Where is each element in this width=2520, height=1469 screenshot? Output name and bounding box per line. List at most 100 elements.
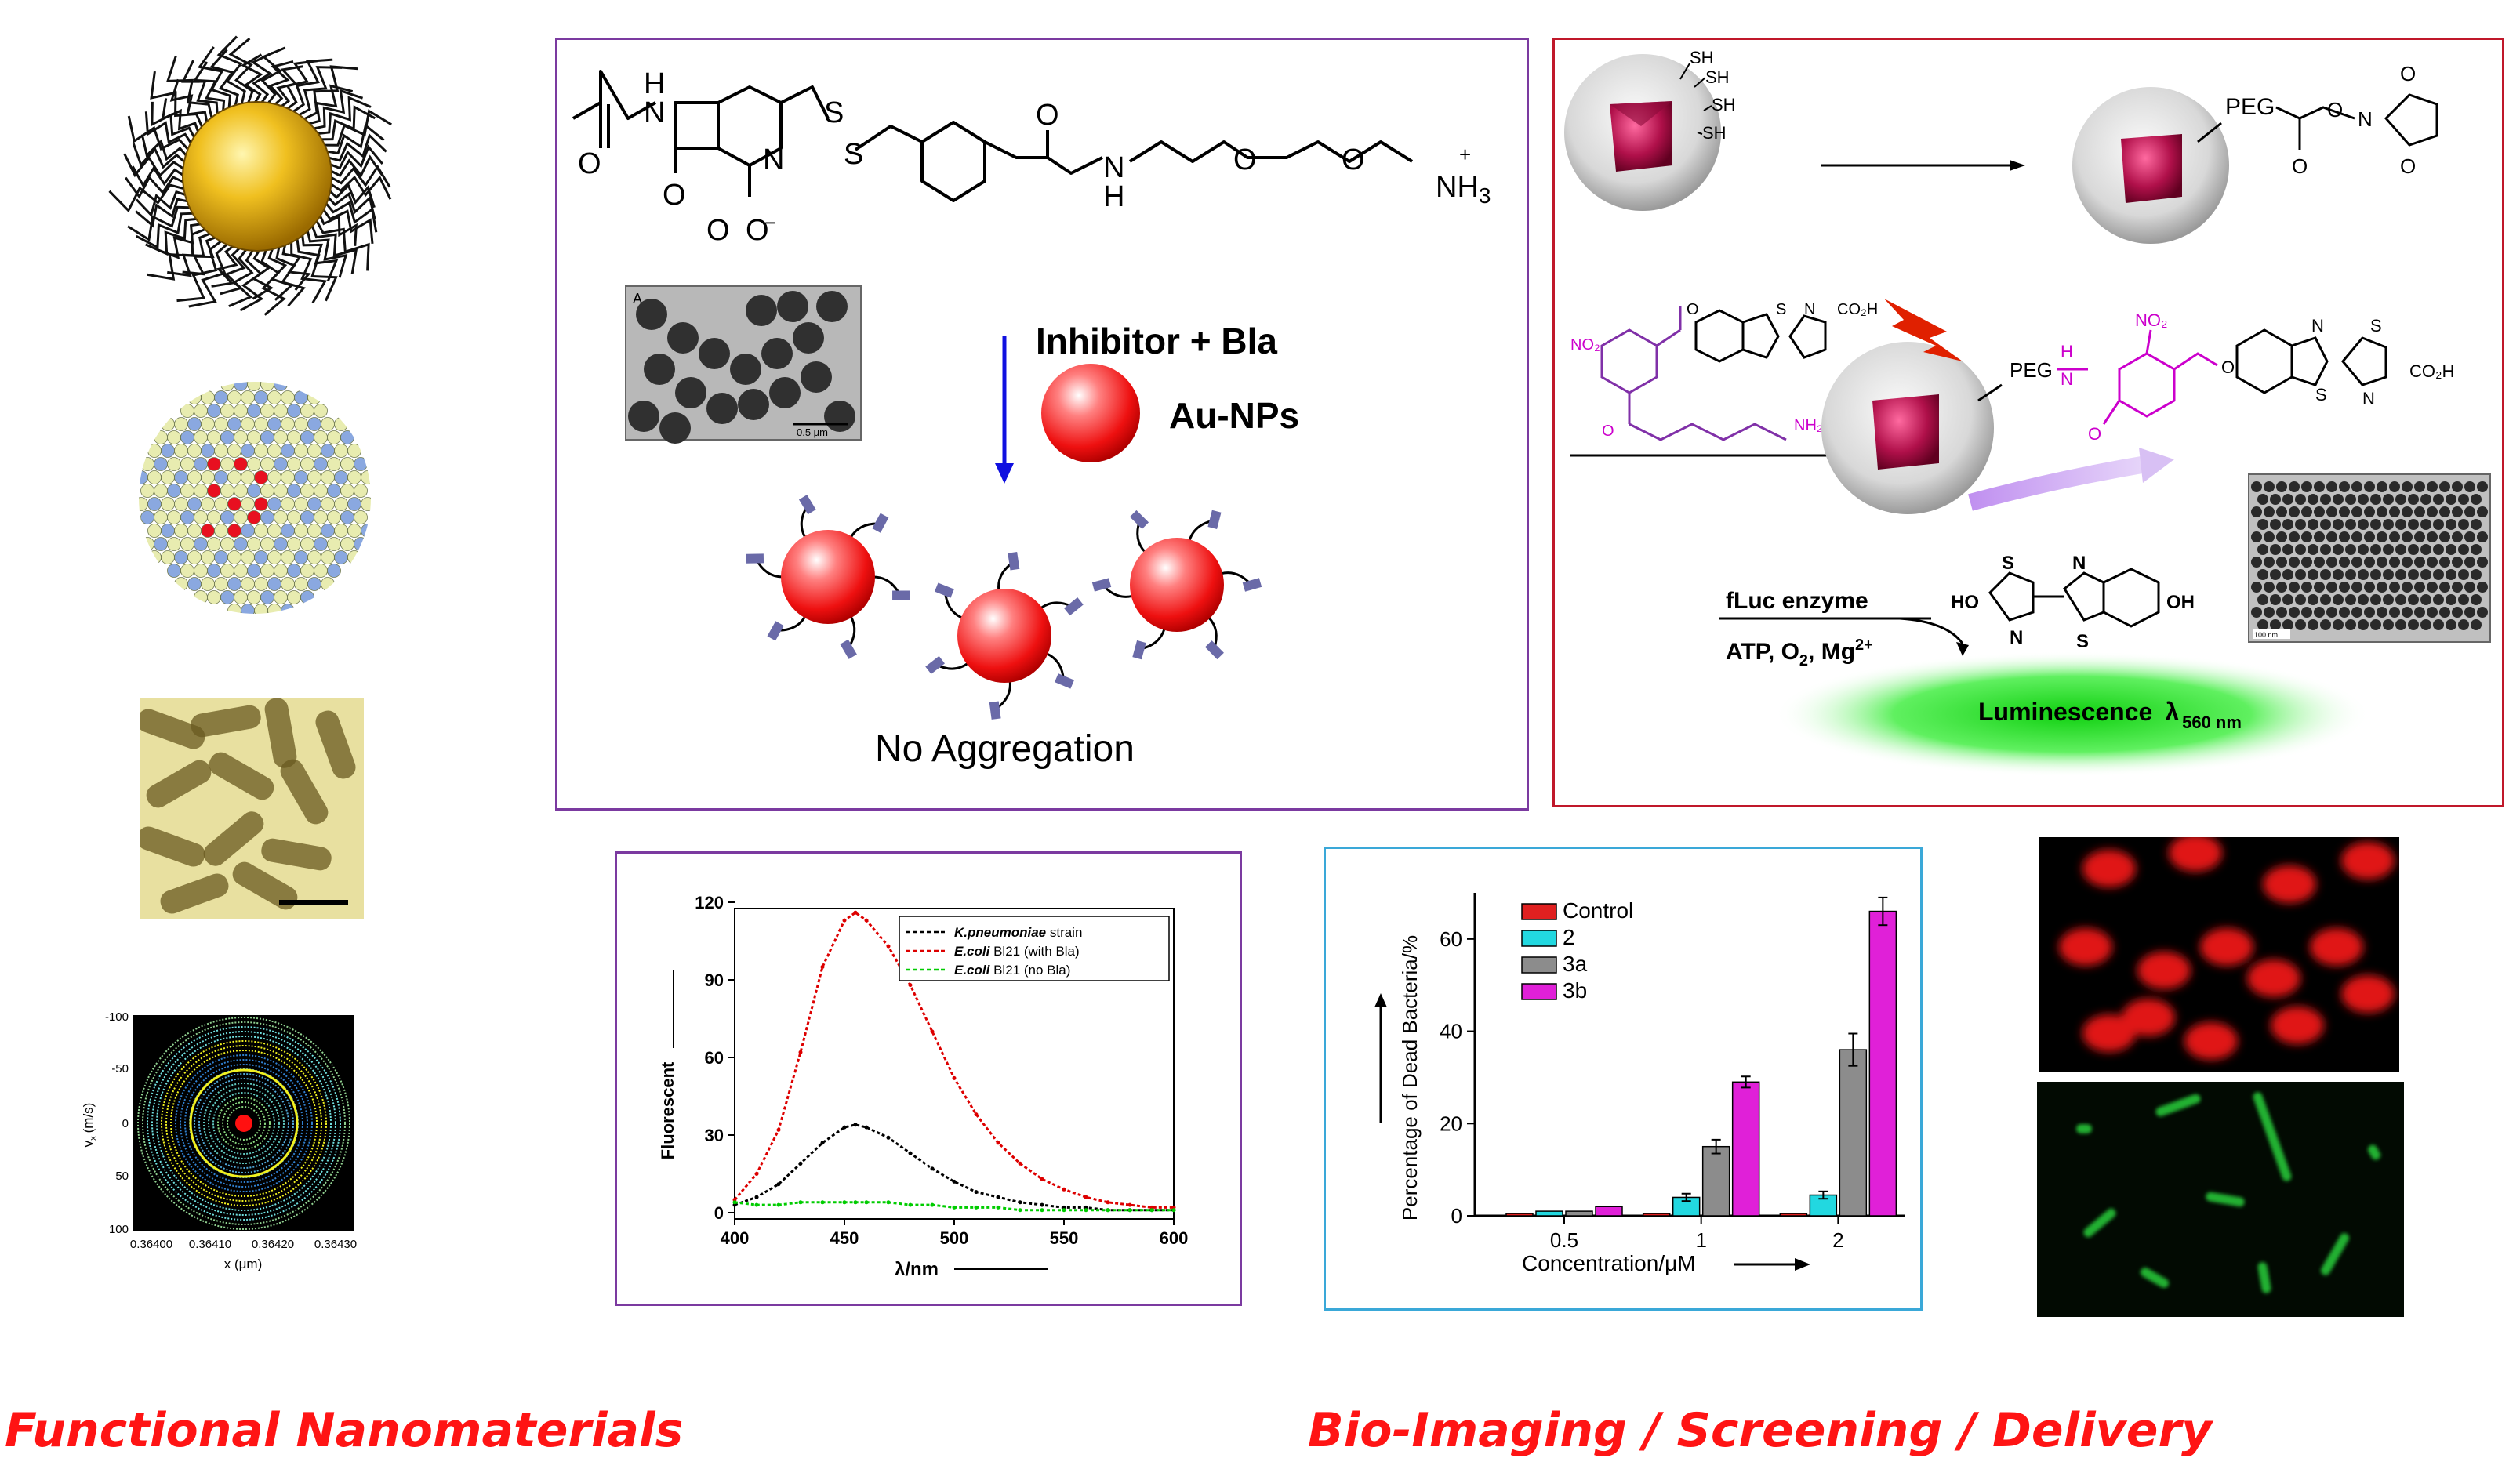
svg-text:H: H: [1103, 180, 1124, 213]
data-point: [930, 1029, 935, 1034]
bar: [1868, 910, 1897, 1217]
svg-text:O: O: [2400, 154, 2416, 178]
x-tick-label: 600: [1160, 1228, 1189, 1248]
carboxylate: O: [746, 214, 769, 247]
y-tick: -100: [105, 1010, 129, 1024]
x-tick-label: 450: [830, 1228, 859, 1248]
svg-text:N: N: [2061, 369, 2073, 389]
svg-text:O: O: [2327, 98, 2343, 122]
bar: [1731, 1081, 1760, 1217]
svg-text:O: O: [706, 214, 730, 247]
y-tick-label: 0: [1451, 1204, 1462, 1228]
data-point: [1062, 1208, 1066, 1213]
y-tick-label: 90: [705, 970, 724, 990]
data-point: [996, 1195, 1000, 1199]
data-point: [1106, 1208, 1110, 1213]
data-point: [974, 1112, 979, 1117]
ammonium-label: NH: [1436, 171, 1479, 204]
data-point: [1106, 1200, 1110, 1205]
svg-text:NH3: NH3: [1436, 171, 1491, 208]
svg-text:N: N: [2072, 553, 2086, 574]
svg-text:N: N: [2010, 627, 2023, 648]
svg-text:O: O: [1342, 143, 1365, 176]
data-point: [853, 910, 858, 915]
svg-text:N: N: [1804, 301, 1815, 318]
data-point: [930, 1166, 935, 1171]
gold-nanoparticle-image: [108, 35, 392, 316]
series-line: [734, 1201, 1174, 1212]
no-aggregation-label: No Aggregation: [875, 728, 1135, 770]
svg-text:PEG: PEG: [2010, 358, 2053, 382]
data-point: [864, 1125, 869, 1130]
legend-entry: 3a: [1563, 952, 1588, 976]
data-point: [952, 1179, 957, 1184]
data-point: [776, 1127, 781, 1132]
svg-text:H: H: [2061, 342, 2073, 361]
legend-swatch: [1521, 983, 1557, 1000]
data-point: [798, 1161, 803, 1166]
data-point: [842, 918, 847, 923]
data-point: [754, 1202, 759, 1207]
svg-text:H: H: [644, 67, 665, 100]
svg-text:N: N: [1103, 151, 1124, 184]
nitro-label: NO₂: [1570, 336, 1600, 354]
svg-text:NO₂: NO₂: [2135, 310, 2168, 330]
data-point: [820, 1200, 825, 1205]
y-axis-label: v: [81, 1140, 96, 1147]
y-tick-label: 20: [1440, 1112, 1462, 1135]
data-point: [908, 1151, 913, 1155]
atomic-cluster-image: [139, 382, 371, 614]
svg-text:O: O: [1036, 99, 1059, 132]
data-point: [1171, 1208, 1176, 1213]
legend-entry: 3b: [1563, 978, 1587, 1003]
au-np-label: Au-NPs: [1169, 395, 1299, 436]
nanorods-tem-image: [140, 698, 364, 919]
data-point: [952, 1205, 957, 1210]
inhibitor-label: Inhibitor + Bla: [1036, 321, 1277, 361]
tem-inset-aggregated: A 0.5 μm: [625, 285, 862, 444]
x-tick: 0.36400: [130, 1238, 172, 1251]
svg-text:S: S: [2315, 385, 2327, 404]
data-point: [842, 1125, 847, 1130]
hydroxyl-left: HO: [1951, 592, 1979, 613]
bar: [1535, 1210, 1563, 1217]
data-point: [1127, 1202, 1132, 1207]
svg-text:O: O: [2221, 357, 2235, 377]
y-tick-label: 40: [1440, 1020, 1462, 1043]
bioimaging-caption: Bio-Imaging / Screening / Delivery: [1308, 1403, 2213, 1458]
svg-text:−: −: [764, 211, 776, 234]
y-axis-label: Percentage of Dead Bacteria/%: [1398, 935, 1422, 1221]
svg-text:N: N: [2311, 316, 2324, 336]
y-tick: 0: [122, 1117, 129, 1130]
data-point: [1040, 1208, 1044, 1213]
data-point: [952, 1075, 957, 1080]
data-point: [886, 1200, 891, 1205]
y-tick: 50: [115, 1170, 129, 1183]
y-axis-label: Fluorescent: [658, 1061, 677, 1159]
bar: [1839, 1049, 1868, 1217]
svg-text:N: N: [763, 143, 784, 176]
functional-nanomaterials-caption: Functional Nanomaterials: [5, 1403, 684, 1458]
x-tick-label: 550: [1050, 1228, 1079, 1248]
data-point: [864, 1200, 869, 1205]
data-point: [754, 1195, 759, 1199]
series-line: [734, 1123, 1174, 1212]
tem-inset-nanoparticles: 100 nm: [2248, 473, 2491, 643]
legend-entry: E.coli Bl21 (no Bla): [954, 963, 1070, 978]
bar: [1642, 1213, 1671, 1217]
svg-text:A: A: [633, 291, 642, 306]
bar: [1701, 1145, 1730, 1217]
data-point: [842, 1200, 847, 1205]
svg-text:SH: SH: [1705, 67, 1730, 87]
svg-text:100 nm: 100 nm: [2254, 631, 2278, 639]
x-tick-label: 500: [940, 1228, 969, 1248]
legend-swatch: [1521, 930, 1557, 947]
data-point: [1018, 1208, 1022, 1213]
data-point: [974, 1205, 979, 1210]
legend-entry: Control: [1563, 898, 1633, 923]
svg-text:O: O: [1687, 301, 1699, 318]
x-axis-label: x (μm): [224, 1257, 263, 1271]
